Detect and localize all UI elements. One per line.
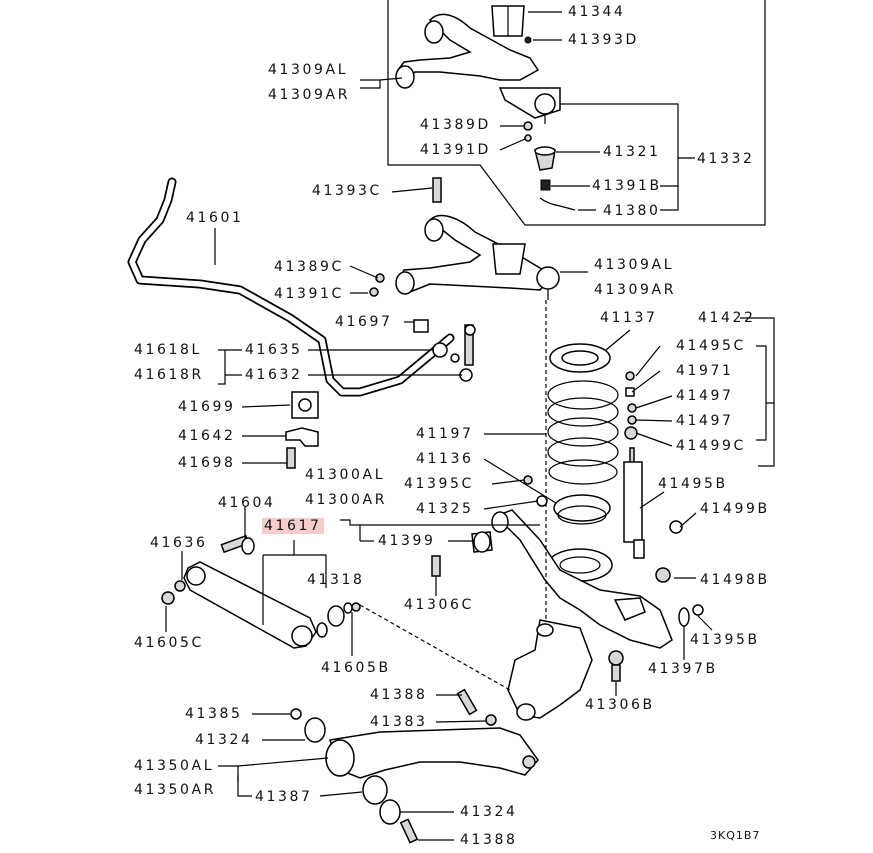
label-41617: 41617 [262, 518, 324, 534]
label-41387: 41387 [255, 789, 313, 805]
label-41324-b: 41324 [460, 804, 518, 820]
label-41136: 41136 [416, 451, 474, 467]
label-41397B: 41397B [648, 661, 718, 677]
stabilizer-bar [127, 177, 476, 397]
lower-arm [431, 475, 704, 682]
shock-absorber [623, 371, 683, 583]
label-41497-b: 41497 [676, 413, 734, 429]
label-41137: 41137 [600, 310, 658, 326]
label-41300AR: 41300AR [305, 492, 388, 508]
label-41971: 41971 [676, 363, 734, 379]
label-41495B: 41495B [658, 476, 728, 492]
label-41642: 41642 [178, 428, 236, 444]
label-41498B: 41498B [700, 572, 770, 588]
label-41324-a: 41324 [195, 732, 253, 748]
knuckle [507, 300, 593, 721]
label-41306C: 41306C [404, 597, 474, 613]
label-41309AR-top: 41309AR [268, 87, 351, 103]
label-41699: 41699 [178, 399, 236, 415]
label-41499C: 41499C [676, 438, 746, 454]
label-41309AR-mid: 41309AR [594, 282, 677, 298]
label-41391D: 41391D [420, 142, 491, 158]
label-41697: 41697 [335, 314, 393, 330]
label-41197: 41197 [416, 426, 474, 442]
label-41350AR: 41350AR [134, 782, 217, 798]
label-41318: 41318 [307, 572, 365, 588]
label-41635: 41635 [245, 342, 303, 358]
label-41391C: 41391C [274, 286, 344, 302]
label-41499B: 41499B [700, 501, 770, 517]
label-41388-a: 41388 [370, 687, 428, 703]
label-41601: 41601 [186, 210, 244, 226]
label-41309AL-top: 41309AL [268, 62, 349, 78]
inset-frame [387, 0, 766, 226]
label-41395B: 41395B [690, 632, 760, 648]
label-41391B: 41391B [592, 178, 662, 194]
upper-arm-inset [395, 5, 576, 211]
label-41380: 41380 [603, 203, 661, 219]
label-41422: 41422 [698, 310, 756, 326]
label-41309AL-mid: 41309AL [594, 257, 675, 273]
label-41604: 41604 [218, 495, 276, 511]
label-41399: 41399 [378, 533, 436, 549]
label-41632: 41632 [245, 367, 303, 383]
label-41321: 41321 [603, 144, 661, 160]
label-41618L: 41618L [134, 342, 202, 358]
label-41698: 41698 [178, 455, 236, 471]
label-41306B: 41306B [585, 697, 655, 713]
leader-lines [165, 11, 775, 841]
label-41300AL: 41300AL [305, 467, 386, 483]
coil-spring [547, 343, 619, 582]
lateral-rod [161, 534, 511, 691]
label-41388-b: 41388 [460, 832, 518, 848]
label-41605B: 41605B [321, 660, 391, 676]
label-41332: 41332 [697, 151, 755, 167]
label-41618R: 41618R [134, 367, 204, 383]
upper-arm-main [369, 177, 560, 300]
label-41497-a: 41497 [676, 388, 734, 404]
label-41325: 41325 [416, 501, 474, 517]
label-41395C: 41395C [404, 476, 474, 492]
trailing-arm [290, 688, 539, 844]
label-41393D: 41393D [568, 32, 639, 48]
label-41383: 41383 [370, 714, 428, 730]
label-41393C: 41393C [312, 183, 382, 199]
label-41389D: 41389D [420, 117, 491, 133]
label-41389C: 41389C [274, 259, 344, 275]
label-41385: 41385 [185, 706, 243, 722]
label-41636: 41636 [150, 535, 208, 551]
label-41344: 41344 [568, 4, 626, 20]
label-41495C: 41495C [676, 338, 746, 354]
label-41605C: 41605C [134, 635, 204, 651]
stabilizer-bracket [285, 391, 319, 469]
label-41350AL: 41350AL [134, 758, 215, 774]
diagram-code: 3KQ1B7 [710, 829, 761, 842]
